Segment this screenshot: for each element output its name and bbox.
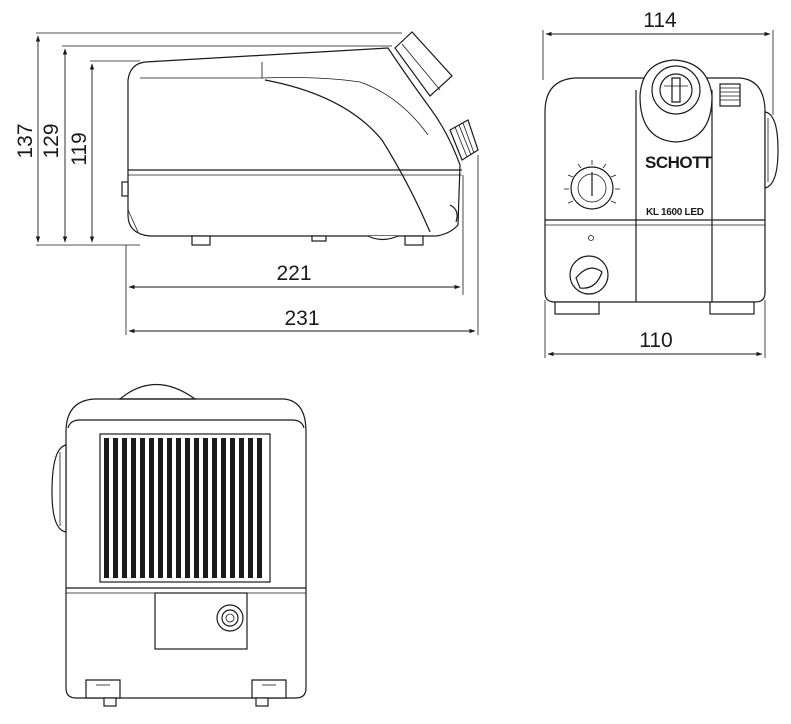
- side-view: 137 129 119 221 231: [14, 31, 479, 335]
- front-foot-left: [554, 301, 600, 315]
- dim-label-119: 119: [68, 132, 91, 165]
- front-view: 114 110 SCHOTT KL 1600 LED: [542, 9, 779, 358]
- rear-label-panel: [154, 592, 248, 650]
- dim-label-231: 231: [284, 307, 319, 330]
- dim-label-110: 110: [639, 329, 672, 352]
- side-body-outline: [127, 47, 461, 237]
- front-side-knob: [764, 111, 779, 189]
- rear-top-dome: [118, 383, 197, 400]
- rear-side-knob: [51, 444, 67, 533]
- front-foot-right: [709, 301, 755, 315]
- dim-label-137: 137: [14, 123, 37, 158]
- front-lower-knob: [569, 255, 609, 295]
- rear-vent-grille: [99, 433, 271, 583]
- dim-label-221: 221: [276, 262, 311, 285]
- vent-slots: [104, 438, 262, 578]
- side-foot-left: [191, 235, 211, 246]
- brand-label: SCHOTT: [645, 153, 713, 172]
- rear-foot-left: [85, 679, 121, 699]
- front-body-outline: [544, 77, 766, 303]
- dim-label-129: 129: [40, 123, 63, 158]
- side-knob: [449, 119, 479, 161]
- model-label: KL 1600 LED: [646, 207, 704, 218]
- rear-foot-right: [251, 679, 287, 699]
- rear-body-outline: [65, 398, 307, 699]
- side-lightguide-port: [394, 31, 453, 97]
- dim-label-114: 114: [643, 9, 677, 32]
- side-foot-right: [404, 235, 424, 246]
- rear-view: [51, 383, 307, 707]
- power-connector: [216, 604, 244, 632]
